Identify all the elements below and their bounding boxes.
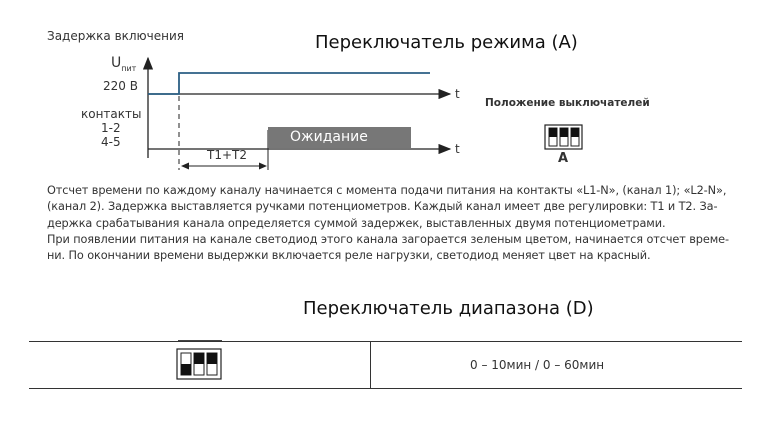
description-line: держка срабатывания канала определяется … <box>47 216 666 230</box>
description-line: ни. По окончании времени выдержки включа… <box>47 249 651 263</box>
range-table <box>29 341 742 389</box>
supply-voltage-trace <box>148 72 430 95</box>
waiting-state-bar: Ожидание <box>268 127 411 148</box>
description-line: Отсчет времени по каждому каналу начинае… <box>47 184 727 197</box>
time-axis-label-supply: t <box>455 87 460 101</box>
header-stub-line <box>178 340 222 341</box>
interval-label: T1+T2 <box>207 148 247 162</box>
time-axis-label-contacts: t <box>455 142 460 156</box>
delay-on-label: Задержка включения <box>47 29 184 43</box>
mode-switch-title: Переключатель режима (A) <box>315 32 578 53</box>
switch-a-letter: A <box>558 151 569 166</box>
description-line: При появлении питания на канале светодио… <box>47 232 729 246</box>
voltage-label: 220 В <box>103 79 138 93</box>
dip-switch-a-icon <box>544 124 583 150</box>
range-value: 0 – 10мин / 0 – 60мин <box>470 358 605 372</box>
range-table-divider <box>370 341 371 388</box>
contacts-4-5-label: 4-5 <box>101 135 121 149</box>
contacts-label: контакты <box>81 107 142 121</box>
u-supply-symbol: Uпит <box>111 55 137 73</box>
description-text: Отсчет времени по каждому каналу начинае… <box>47 183 747 264</box>
range-switch-title: Переключатель диапазона (D) <box>303 298 594 319</box>
description-line: (канал 2). Задержка выставляется ручками… <box>47 200 718 214</box>
contacts-1-2-label: 1-2 <box>101 121 121 135</box>
dip-switch-d-icon <box>176 348 222 380</box>
switch-position-label: Положение выключателей <box>485 97 650 109</box>
